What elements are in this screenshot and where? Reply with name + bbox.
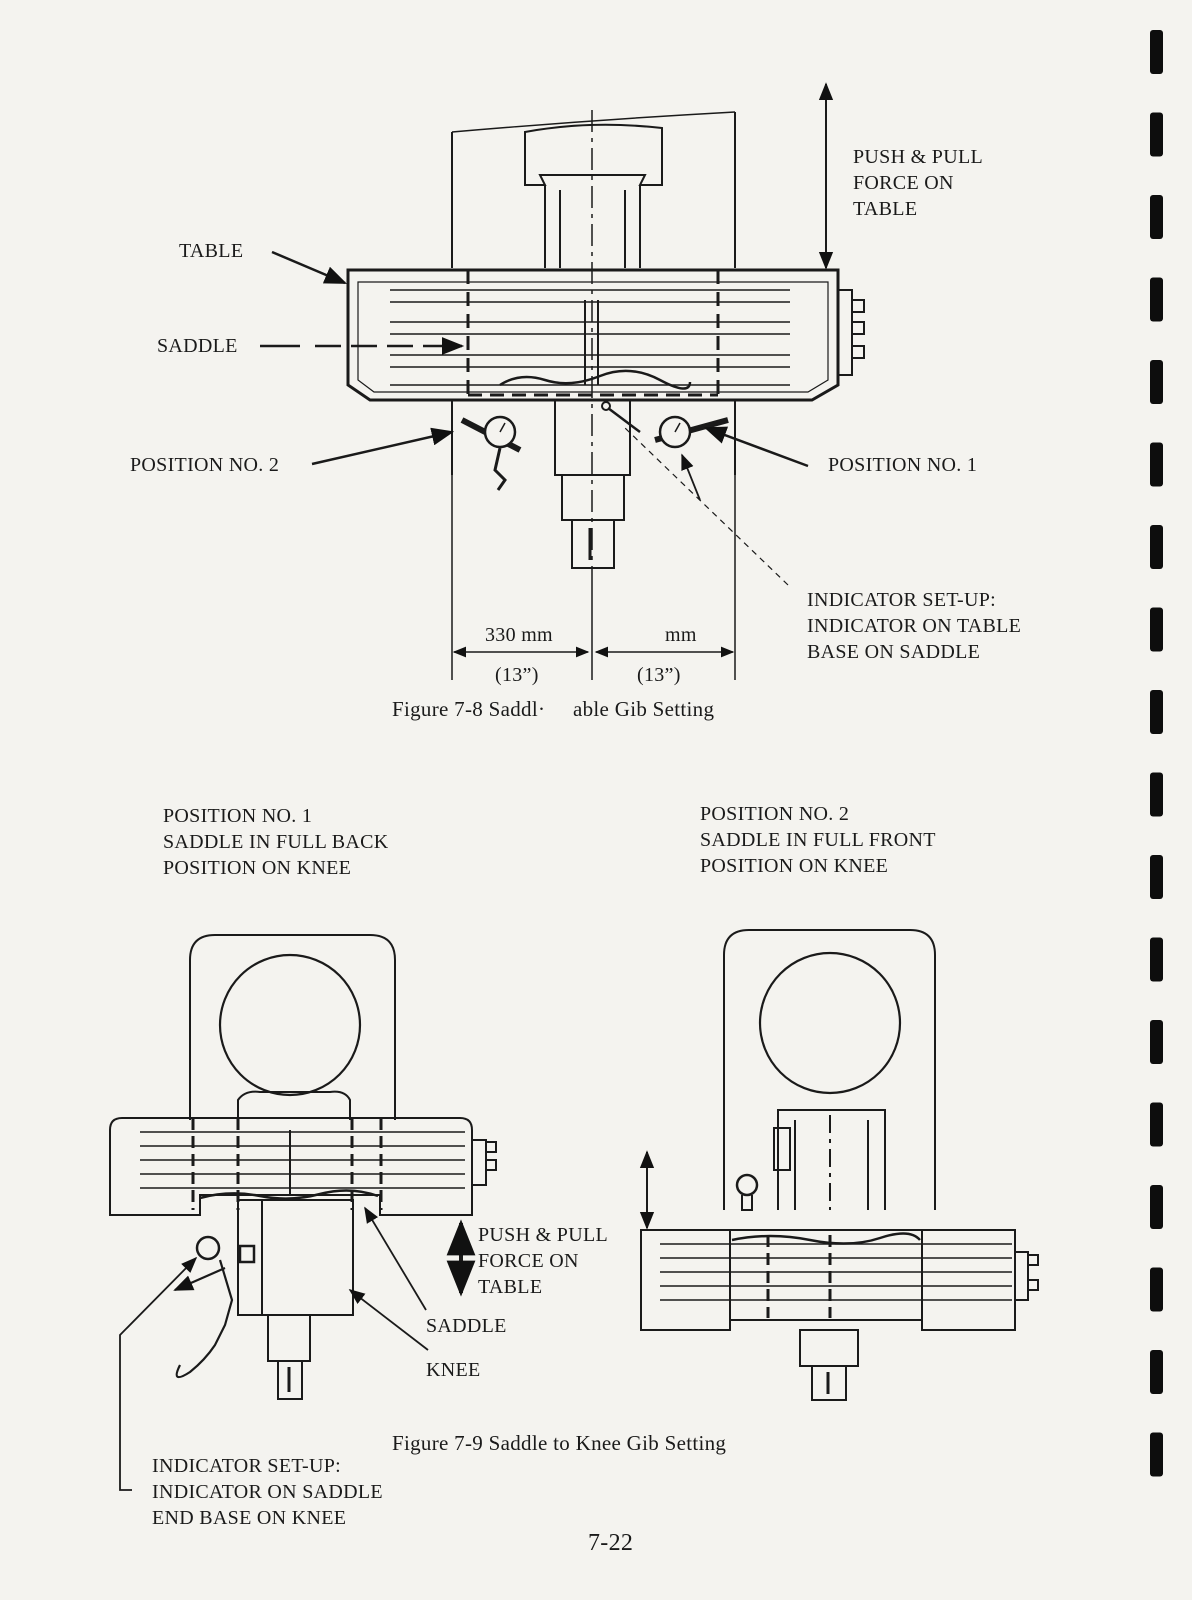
dimension-right-in: (13”) [637, 664, 681, 686]
position-2-heading: POSITION NO. 2 SADDLE IN FULL FRONT POSI… [700, 801, 936, 879]
position-1-heading-line-3: POSITION ON KNEE [163, 857, 352, 879]
label-position-2: POSITION NO. 2 [130, 454, 280, 476]
figure-7-8-caption: Figure 7-8 Saddl· able Gib Setting [392, 697, 715, 721]
binding-hole [1150, 112, 1163, 157]
dimension-left-mm: 330 mm [485, 624, 553, 646]
binding-hole [1150, 1102, 1163, 1147]
position-2-heading-line-2: SADDLE IN FULL FRONT [700, 829, 936, 851]
binding-hole [1150, 937, 1163, 982]
figure-7-9-position-2-drawing [639, 929, 1039, 1401]
position-2-heading-line-3: POSITION ON KNEE [700, 855, 889, 877]
binding-hole [1150, 195, 1163, 239]
binding-hole [1150, 1267, 1163, 1312]
push-pull-2-line-3: TABLE [478, 1276, 543, 1298]
binding-hole [1150, 1350, 1163, 1394]
figure-7-9-position-1-drawing [109, 934, 497, 1491]
figure-7-8-drawing [260, 82, 865, 680]
push-pull-2-line-1: PUSH & PULL [478, 1224, 608, 1246]
binding-holes [1150, 30, 1163, 1477]
binding-hole [1150, 1432, 1163, 1477]
binding-hole [1150, 607, 1163, 652]
dimension-right-mm: mm [665, 624, 697, 646]
indicator-setup-2-line-2: INDICATOR ON SADDLE [152, 1481, 383, 1503]
binding-hole [1150, 772, 1163, 817]
binding-hole [1150, 855, 1163, 899]
label-position-1: POSITION NO. 1 [828, 454, 978, 476]
label-knee: KNEE [426, 1359, 481, 1381]
binding-hole [1150, 1185, 1163, 1229]
label-indicator-setup-2: INDICATOR SET-UP: INDICATOR ON SADDLE EN… [152, 1453, 383, 1531]
binding-hole [1150, 442, 1163, 487]
figure-7-9-caption: Figure 7-9 Saddle to Knee Gib Setting [392, 1431, 727, 1455]
indicator-setup-line-3: BASE ON SADDLE [807, 641, 981, 663]
page-number: 7-22 [588, 1530, 634, 1556]
label-saddle-2: SADDLE [426, 1315, 507, 1337]
push-pull-line-1: PUSH & PULL [853, 146, 983, 168]
binding-hole [1150, 277, 1163, 322]
binding-hole [1150, 360, 1163, 404]
binding-hole [1150, 1020, 1163, 1064]
label-saddle: SADDLE [157, 335, 238, 357]
indicator-setup-2-line-1: INDICATOR SET-UP: [152, 1455, 342, 1477]
indicator-setup-2-line-3: END BASE ON KNEE [152, 1507, 347, 1529]
binding-hole [1150, 525, 1163, 569]
label-indicator-setup: INDICATOR SET-UP: INDICATOR ON TABLE BAS… [807, 587, 1021, 665]
indicator-setup-line-2: INDICATOR ON TABLE [807, 615, 1022, 637]
push-pull-2-line-2: FORCE ON [478, 1250, 579, 1272]
binding-hole [1150, 30, 1163, 74]
push-pull-line-3: TABLE [853, 198, 918, 220]
label-push-pull-force-2: PUSH & PULL FORCE ON TABLE [478, 1222, 608, 1300]
position-2-heading-line-1: POSITION NO. 2 [700, 803, 850, 825]
push-pull-line-2: FORCE ON [853, 172, 954, 194]
dimension-left-in: (13”) [495, 664, 539, 686]
label-push-pull-force: PUSH & PULL FORCE ON TABLE [853, 144, 983, 222]
position-1-heading-line-1: POSITION NO. 1 [163, 805, 313, 827]
indicator-setup-line-1: INDICATOR SET-UP: [807, 589, 997, 611]
position-1-heading: POSITION NO. 1 SADDLE IN FULL BACK POSIT… [163, 803, 389, 881]
label-table: TABLE [179, 240, 244, 262]
position-1-heading-line-2: SADDLE IN FULL BACK [163, 831, 389, 853]
binding-hole [1150, 690, 1163, 734]
